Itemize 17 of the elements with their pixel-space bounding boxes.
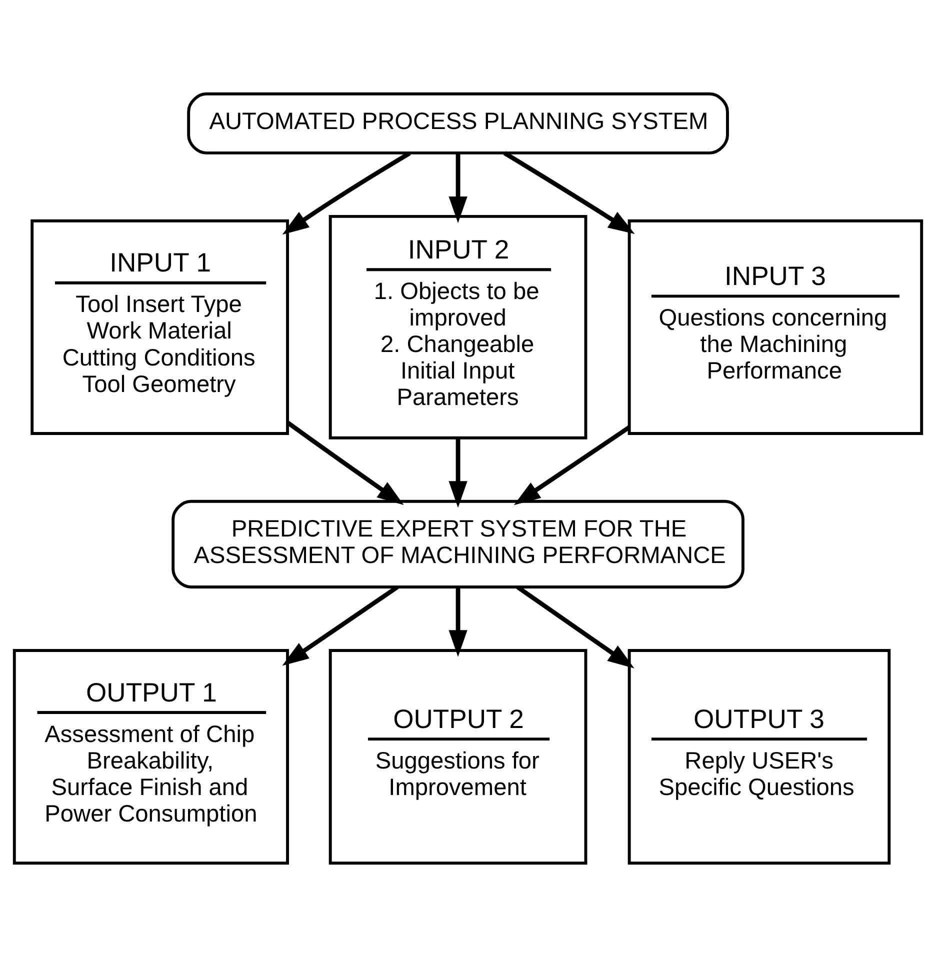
node-box: INPUT 3 Questions concerning the Machining Performance [628, 218, 924, 434]
node-box: INPUT 2 1. Objects to be improved 2. Changeable Initial Input Parameters [328, 214, 588, 439]
arrow [448, 586, 468, 656]
arrow [448, 438, 468, 508]
node-box: OUTPUT 2 Suggestions for Improvement [328, 648, 588, 864]
arrow [282, 150, 411, 234]
arrow [448, 152, 468, 223]
arrow [516, 584, 634, 668]
node-box: AUTOMATED PROCESS PLANNING SYSTEM [187, 92, 729, 154]
arrow [514, 424, 631, 505]
node-box: PREDICTIVE EXPERT SYSTEM FOR THE ASSESSMENT OF MACHINING PERFORMANCE [172, 499, 744, 588]
arrow [286, 420, 404, 504]
node-box: OUTPUT 3 Reply USER's Specific Questions [628, 648, 891, 864]
node-box: INPUT 1 Tool Insert Type Work Material Cutting Conditions Tool Geometry [30, 218, 289, 434]
node-box: OUTPUT 1 Assessment of Chip Breakability, Surface Finish and Power Consumption [12, 648, 289, 864]
arrow [503, 150, 635, 234]
arrow [282, 584, 399, 666]
